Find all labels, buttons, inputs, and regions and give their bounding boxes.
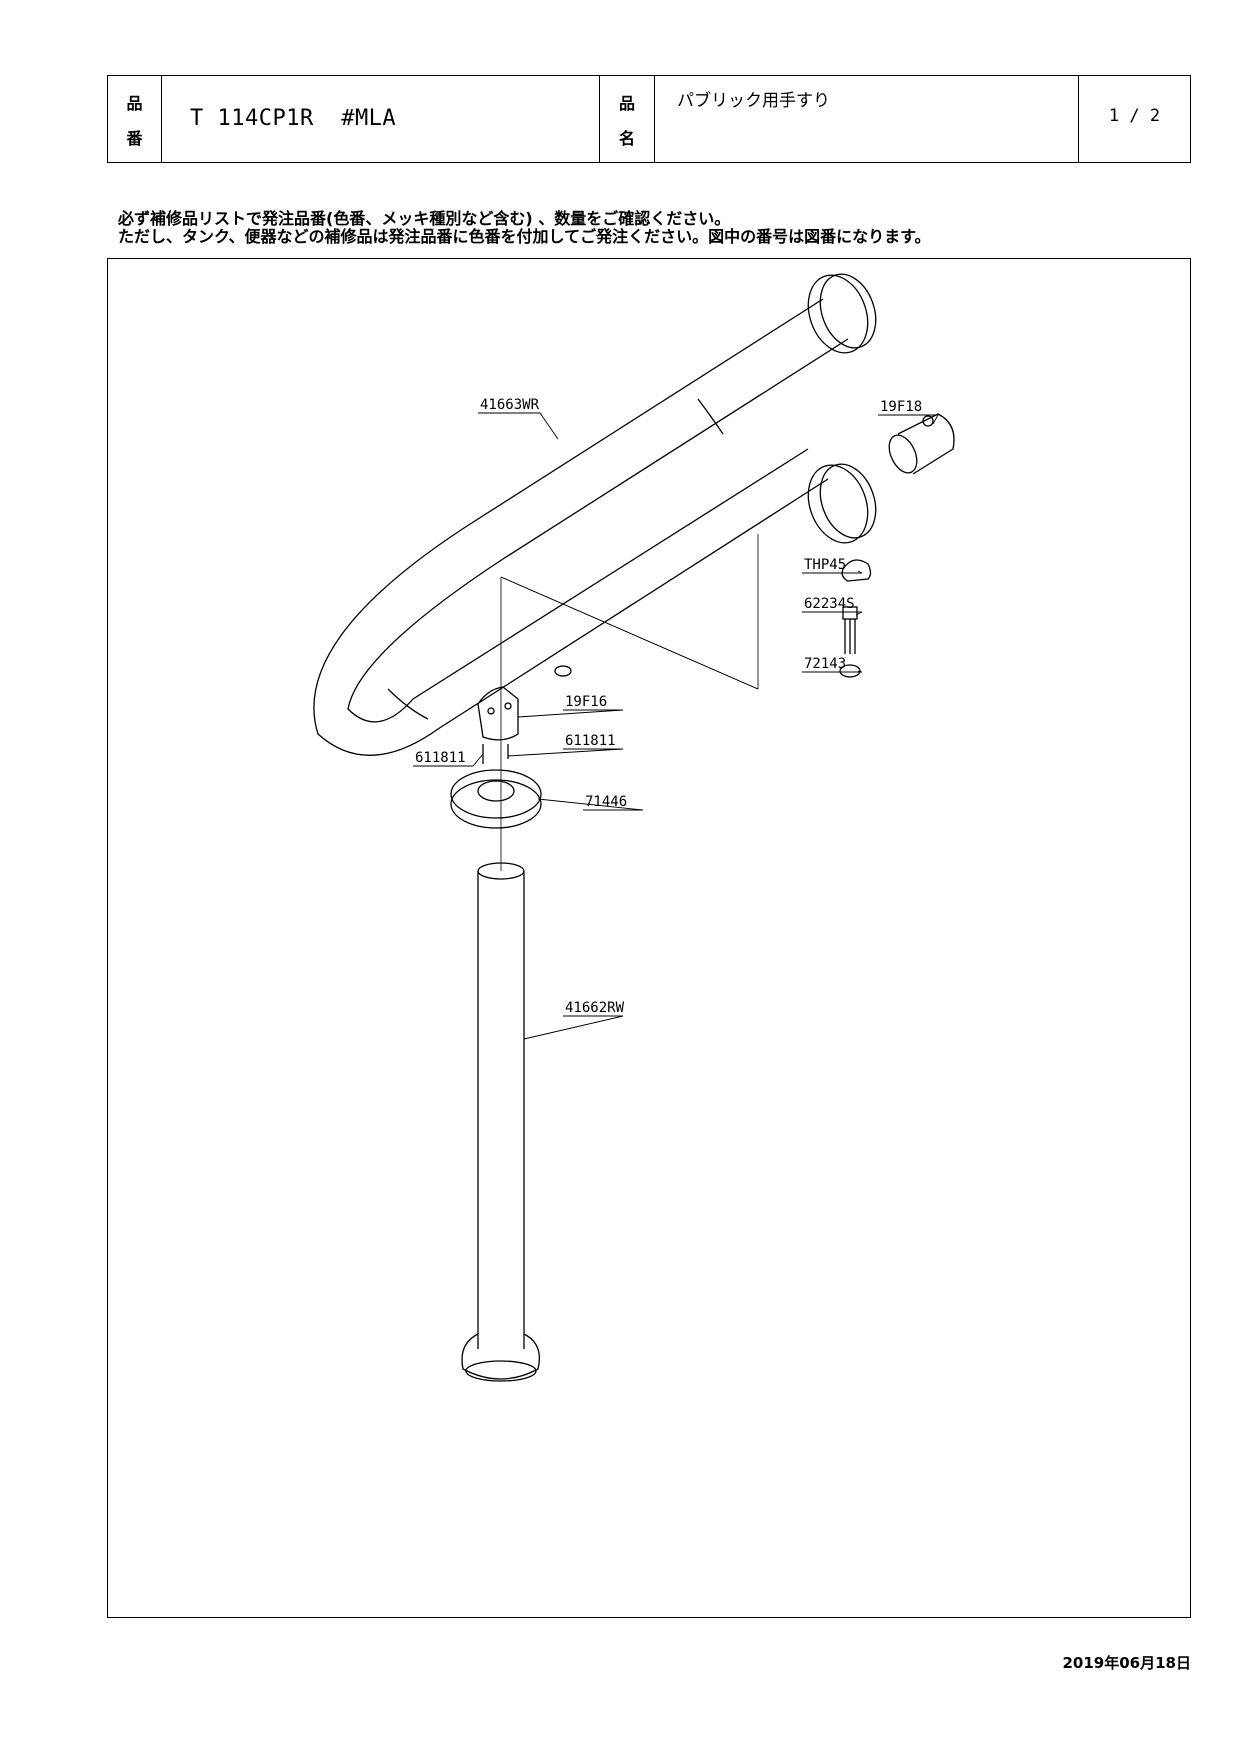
part-name-label-cell: 品 名	[600, 76, 655, 162]
part-number-label-top: 品	[126, 93, 143, 113]
part-number: T 114CP1R #MLA	[190, 106, 397, 131]
post	[461, 862, 541, 1382]
part-name: パブリック用手すり	[677, 91, 830, 111]
parts-diagram: 41663WR 19F18 THP45 62234S 72143 19F16 6…	[313, 273, 955, 1382]
part-name-label-top: 品	[618, 93, 635, 113]
page-number: 1 / 2	[1108, 106, 1161, 126]
page-cell: 1 / 2	[1079, 76, 1190, 162]
label-THP45: THP45	[804, 557, 846, 573]
part-labels: 41663WR 19F18 THP45 62234S 72143 19F16 6…	[415, 397, 922, 1016]
issue-date: 2019年06月18日	[1062, 1654, 1192, 1672]
assembly-guide-lines	[500, 534, 759, 871]
label-611811-left: 611811	[415, 750, 466, 766]
flange-part	[450, 769, 542, 829]
exploded-parts-drawing: 41663WR 19F18 THP45 62234S 72143 19F16 6…	[107, 258, 1191, 1618]
label-72143: 72143	[804, 656, 846, 672]
instruction-line-1: 必ず補修品リストで発注品番(色番、メッキ種別など含む) 、数量をご確認ください。	[118, 209, 731, 228]
instructions: 必ず補修品リストで発注品番(色番、メッキ種別など含む) 、数量をご確認ください。…	[118, 210, 930, 246]
bracket-part	[477, 686, 519, 741]
part-number-label-cell: 品 番	[108, 76, 162, 162]
label-19F18: 19F18	[880, 399, 922, 415]
label-71446: 71446	[585, 794, 627, 810]
leader-lines	[413, 412, 939, 1040]
screws	[482, 744, 509, 764]
label-41662RW: 41662RW	[565, 1000, 625, 1016]
grab-bar	[313, 273, 877, 756]
label-611811-right: 611811	[565, 733, 616, 749]
label-41663WR: 41663WR	[480, 397, 540, 413]
part-number-label-bottom: 番	[126, 128, 143, 148]
label-19F16: 19F16	[565, 694, 607, 710]
label-62234S: 62234S	[804, 596, 855, 612]
part-name-cell: パブリック用手すり	[655, 76, 1079, 162]
end-cap	[888, 413, 955, 475]
cap-part	[841, 559, 872, 582]
title-block: 品 番 T 114CP1R #MLA 品 名 パブリック用手すり 1 / 2	[107, 75, 1191, 163]
part-number-cell: T 114CP1R #MLA	[162, 76, 600, 162]
bolt-part	[842, 606, 858, 654]
washer-part	[839, 664, 861, 678]
instruction-line-2: ただし、タンク、便器などの補修品は発注品番に色番を付加してご発注ください。図中の…	[118, 227, 931, 246]
part-name-label-bottom: 名	[618, 128, 635, 148]
